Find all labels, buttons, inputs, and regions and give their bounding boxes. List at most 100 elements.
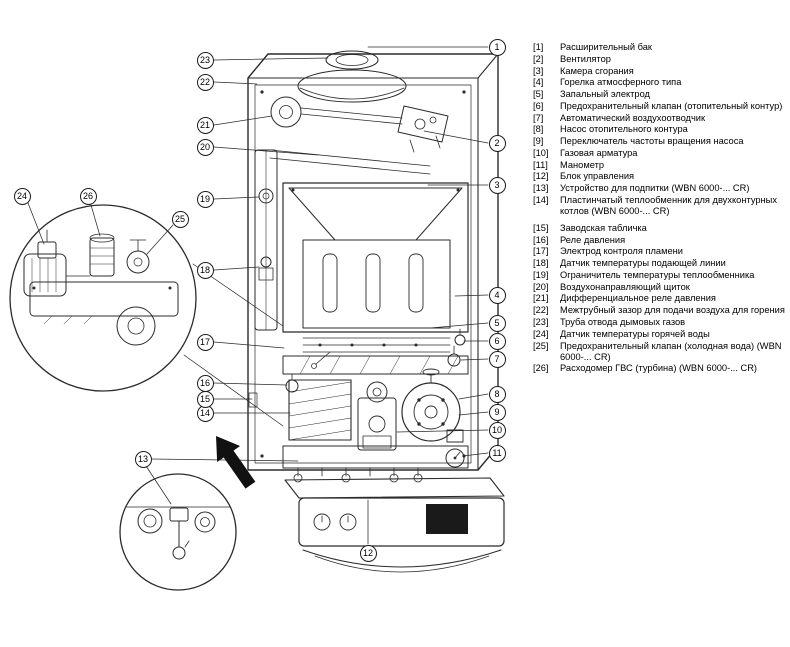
- legend-item-label: Труба отвода дымовых газов: [560, 317, 686, 328]
- legend-item: [24] Датчик температуры горячей воды: [533, 329, 789, 340]
- legend-item-label: Ограничитель температуры теплообменника: [560, 269, 755, 280]
- air-guide-plate: [269, 149, 431, 167]
- legend-item: [19]Ограничитель температуры теплообменн…: [533, 270, 789, 281]
- legend-item: [6] Предохранительный клапан (отопительны…: [533, 101, 789, 112]
- legend-item-number: [6]: [533, 100, 544, 111]
- callout-16: 16: [196, 374, 214, 392]
- legend-item-label: Предохранительный клапан (отопительный к…: [560, 100, 783, 111]
- flue-fan-assembly: [269, 50, 449, 175]
- callout-4: 4: [488, 286, 506, 304]
- legend-item-label: Электрод контроля пламени: [560, 246, 683, 257]
- legend-item: [26]Расходомер ГВС (турбина) (WBN 6000-.…: [533, 363, 789, 374]
- legend-item-number: [18]: [533, 258, 549, 269]
- callout-20: 20: [196, 138, 214, 156]
- flow-turbine: [89, 237, 115, 277]
- legend-item: [17] Электрод контроля пламени: [533, 246, 789, 257]
- legend-item: [8]Насос отопительного контура: [533, 124, 789, 135]
- callout-24: 24: [13, 187, 31, 205]
- bottom-rail: [282, 445, 469, 469]
- plate-heat-exchanger: [288, 379, 352, 441]
- legend-item: [18] Датчик температуры подающей линии: [533, 258, 789, 269]
- legend-item: [11]Манометр: [533, 160, 789, 171]
- callout-22: 22: [196, 73, 214, 91]
- legend-item-number: [4]: [533, 77, 544, 88]
- callout-25: 25: [171, 210, 189, 228]
- legend-item-label: Заводская табличка: [560, 222, 647, 233]
- legend-item-number: [21]: [533, 293, 549, 304]
- heating-pump: [401, 382, 461, 442]
- legend-item: [5]Запальный электрод: [533, 89, 789, 100]
- legend-item-label: Автоматический воздухоотводчик: [560, 112, 706, 123]
- cold-water-safety-valve: [126, 250, 150, 274]
- legend-item-label: Горелка атмосферного типа: [560, 77, 682, 88]
- hydraulic-detail-inset: [9, 204, 197, 392]
- direction-arrow: [216, 436, 256, 489]
- legend-item-label: Датчик температуры горячей воды: [560, 328, 710, 339]
- legend-item: [13] Устройство для подпитки (WBN 6000-..…: [533, 183, 789, 194]
- legend-item-number: [13]: [533, 183, 549, 194]
- legend-item: [2] Вентилятор: [533, 54, 789, 65]
- motor: [23, 253, 67, 297]
- legend-item-number: [24]: [533, 328, 549, 339]
- callout-18: 18: [196, 261, 214, 279]
- legend-item-label: Камера сгорания: [560, 65, 634, 76]
- legend-item-label: Манометр: [560, 159, 605, 170]
- filling-device-inset: [119, 473, 237, 591]
- flow-temperature-sensor: [260, 256, 272, 268]
- legend-item-number: [3]: [533, 65, 544, 76]
- legend-item-number: [5]: [533, 89, 544, 100]
- legend-item-number: [1]: [533, 42, 544, 52]
- legend-item-number: [10]: [533, 147, 549, 158]
- callout-8: 8: [488, 385, 506, 403]
- gas-valve: [357, 397, 397, 451]
- callout-13: 13: [134, 450, 152, 468]
- callout-12: 12: [359, 544, 377, 562]
- pressure-switch: [285, 379, 299, 393]
- legend-item: [3] Камера сгорания: [533, 66, 789, 77]
- rating-plate: [248, 392, 258, 408]
- callout-6: 6: [488, 332, 506, 350]
- legend-item-label: Блок управления: [560, 171, 635, 182]
- legend-item-number: [2]: [533, 53, 544, 64]
- legend-item: [15] Заводская табличка: [533, 223, 789, 234]
- differential-pressure-switch: [270, 96, 302, 128]
- legend-item: [4] Горелка атмосферного типа: [533, 77, 789, 88]
- parts-legend: [1] Расширительный бак [2] Вентилятор [3] Кам…: [533, 42, 789, 375]
- dhw-temperature-sensor: [37, 241, 57, 259]
- legend-item-number: [17]: [533, 246, 549, 257]
- legend-item-label: Датчик температуры подающей линии: [560, 258, 726, 269]
- legend-item-number: [12]: [533, 171, 549, 182]
- callout-10: 10: [488, 421, 506, 439]
- safety-valve-heating: [454, 334, 466, 346]
- legend-item-label: Устройство для подпитки (WBN 6000-... CR…: [560, 183, 750, 194]
- legend-item-number: [26]: [533, 363, 549, 374]
- legend-item-label: Расширительный бак: [560, 42, 652, 52]
- legend-item: [16]Реле давления: [533, 235, 789, 246]
- legend-item-number: [15]: [533, 222, 549, 233]
- legend-item-number: [9]: [533, 136, 544, 147]
- burner-rail: [282, 355, 469, 375]
- boiler-cabinet: [247, 53, 499, 471]
- legend-item-number: [14]: [533, 194, 549, 205]
- callout-15: 15: [196, 390, 214, 408]
- legend-item-label: Вентилятор: [560, 53, 611, 64]
- legend-item-label: Дифференциальное реле давления: [560, 293, 716, 304]
- callout-1: 1: [488, 38, 506, 56]
- pump-volute: [116, 306, 156, 346]
- legend-item-label: Предохранительный клапан (холодная вода)…: [560, 340, 782, 362]
- callout-5: 5: [488, 314, 506, 332]
- legend-item: [20]Воздухонаправляющий щиток: [533, 282, 789, 293]
- legend-item-label: Реле давления: [560, 234, 626, 245]
- pressure-gauge: [445, 448, 465, 468]
- legend-item: [9]Переключатель частоты вращения насоса: [533, 136, 789, 147]
- burner: [302, 337, 451, 369]
- legend-item: [10]Газовая арматура: [533, 148, 789, 159]
- callout-19: 19: [196, 190, 214, 208]
- control-knob: [313, 513, 331, 531]
- callout-7: 7: [488, 350, 506, 368]
- legend-item-number: [20]: [533, 281, 549, 292]
- callout-17: 17: [196, 333, 214, 351]
- filling-valve: [169, 507, 189, 522]
